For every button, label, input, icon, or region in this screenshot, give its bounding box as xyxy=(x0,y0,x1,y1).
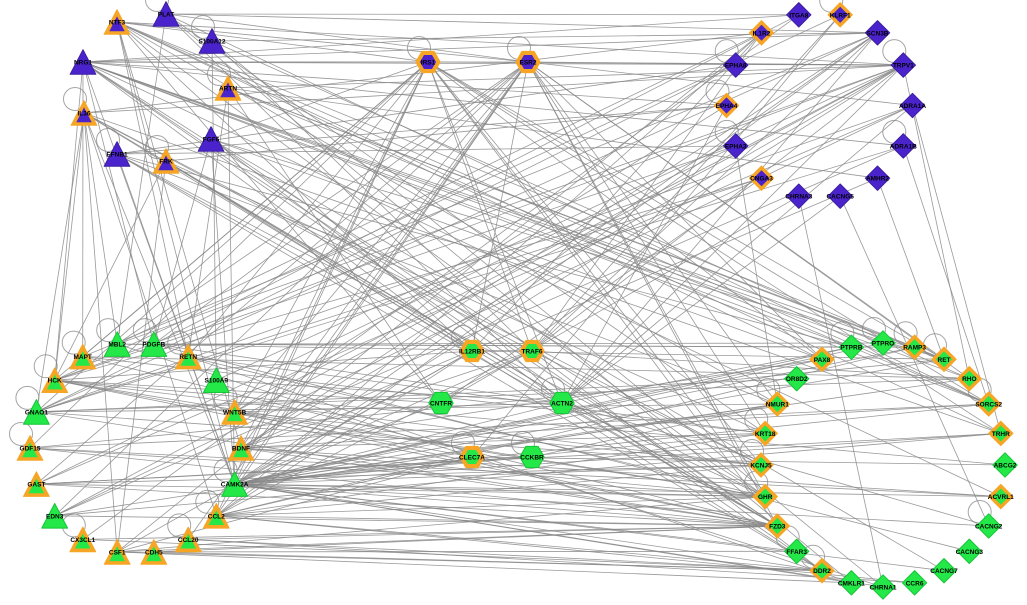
svg-text:PTPRB: PTPRB xyxy=(840,345,862,352)
svg-text:KRT18: KRT18 xyxy=(755,431,776,438)
svg-text:SORCS2: SORCS2 xyxy=(975,402,1002,409)
svg-text:CCL2: CCL2 xyxy=(208,513,225,520)
svg-text:RETN: RETN xyxy=(179,354,197,361)
svg-text:EDN3: EDN3 xyxy=(46,513,64,520)
svg-text:ADRA1B: ADRA1B xyxy=(890,143,917,150)
svg-text:WNT5B: WNT5B xyxy=(223,409,246,416)
svg-text:CNGA3: CNGA3 xyxy=(750,176,773,183)
svg-text:FGF6: FGF6 xyxy=(203,137,220,144)
svg-text:CCL20: CCL20 xyxy=(178,537,199,544)
svg-text:IL36: IL36 xyxy=(77,111,90,118)
svg-text:EFNB1: EFNB1 xyxy=(106,152,128,159)
svg-text:TRHR: TRHR xyxy=(992,431,1010,438)
svg-text:OR8D2: OR8D2 xyxy=(786,376,808,383)
svg-text:IRS1: IRS1 xyxy=(421,60,436,67)
svg-text:CDH5: CDH5 xyxy=(145,549,163,556)
svg-text:IL12RB1: IL12RB1 xyxy=(459,349,485,356)
svg-text:KCNJ5: KCNJ5 xyxy=(750,463,772,470)
svg-text:FZD3: FZD3 xyxy=(769,524,786,531)
svg-text:CNTFR: CNTFR xyxy=(430,401,452,408)
svg-text:PAX8: PAX8 xyxy=(814,357,831,364)
svg-text:CHRNA3: CHRNA3 xyxy=(785,194,812,201)
svg-text:NRG1: NRG1 xyxy=(74,60,92,67)
svg-text:GAST: GAST xyxy=(27,482,45,489)
svg-text:GNAO1: GNAO1 xyxy=(25,409,49,416)
svg-text:FFAR3: FFAR3 xyxy=(786,549,807,556)
svg-text:SCN3B: SCN3B xyxy=(866,30,888,37)
svg-text:PLAT: PLAT xyxy=(158,12,175,19)
svg-text:HCK: HCK xyxy=(48,378,62,385)
svg-text:GHR: GHR xyxy=(758,494,773,501)
svg-text:CSF1: CSF1 xyxy=(109,549,126,556)
svg-text:MBL2: MBL2 xyxy=(108,342,126,349)
svg-text:MAPT: MAPT xyxy=(73,354,91,361)
svg-text:S100A9: S100A9 xyxy=(205,378,229,385)
svg-text:FRK: FRK xyxy=(159,159,173,166)
svg-text:DDR2: DDR2 xyxy=(813,568,831,575)
svg-text:CACNG3: CACNG3 xyxy=(956,549,984,556)
svg-text:S100A12: S100A12 xyxy=(198,39,225,46)
svg-text:IL1R2: IL1R2 xyxy=(753,30,771,37)
svg-text:KLRF1: KLRF1 xyxy=(830,12,851,19)
svg-text:CLEC7A: CLEC7A xyxy=(459,455,485,462)
svg-text:GDF15: GDF15 xyxy=(20,446,41,453)
svg-text:RET: RET xyxy=(938,357,951,364)
svg-text:CAMK2A: CAMK2A xyxy=(221,482,249,489)
svg-text:ESR2: ESR2 xyxy=(520,60,537,67)
svg-text:PTPRO: PTPRO xyxy=(872,341,894,348)
svg-text:CCR6: CCR6 xyxy=(906,580,924,587)
svg-text:ADRA1A: ADRA1A xyxy=(899,103,926,110)
svg-text:CCKBR: CCKBR xyxy=(520,455,544,462)
svg-text:ABCG2: ABCG2 xyxy=(994,463,1017,470)
svg-text:ACTN2: ACTN2 xyxy=(551,401,573,408)
svg-text:CACNG7: CACNG7 xyxy=(930,568,958,575)
svg-text:EPHA8: EPHA8 xyxy=(725,63,747,70)
svg-text:AMHR2: AMHR2 xyxy=(866,176,889,183)
svg-text:BDNF: BDNF xyxy=(232,446,250,453)
svg-text:ARTN: ARTN xyxy=(219,86,237,93)
svg-text:ITGA8: ITGA8 xyxy=(789,12,809,19)
svg-text:CMKLR1: CMKLR1 xyxy=(838,580,865,587)
svg-text:CX3CL1: CX3CL1 xyxy=(70,537,95,544)
svg-text:CACNG2: CACNG2 xyxy=(975,524,1003,531)
svg-text:RHO: RHO xyxy=(962,376,976,383)
svg-text:TRPV1: TRPV1 xyxy=(893,63,914,70)
svg-text:PDGFB: PDGFB xyxy=(142,342,165,349)
svg-text:CHRNA1: CHRNA1 xyxy=(869,585,896,592)
svg-text:TRAF6: TRAF6 xyxy=(522,349,543,356)
svg-text:RAMP3: RAMP3 xyxy=(903,345,926,352)
svg-text:EPHA4: EPHA4 xyxy=(716,103,738,110)
svg-text:NTF3: NTF3 xyxy=(109,20,126,27)
svg-text:NMUR1: NMUR1 xyxy=(766,402,789,409)
svg-text:ACVRL1: ACVRL1 xyxy=(988,494,1014,501)
svg-text:CACNG5: CACNG5 xyxy=(826,194,854,201)
svg-text:EPHA3: EPHA3 xyxy=(725,143,747,150)
